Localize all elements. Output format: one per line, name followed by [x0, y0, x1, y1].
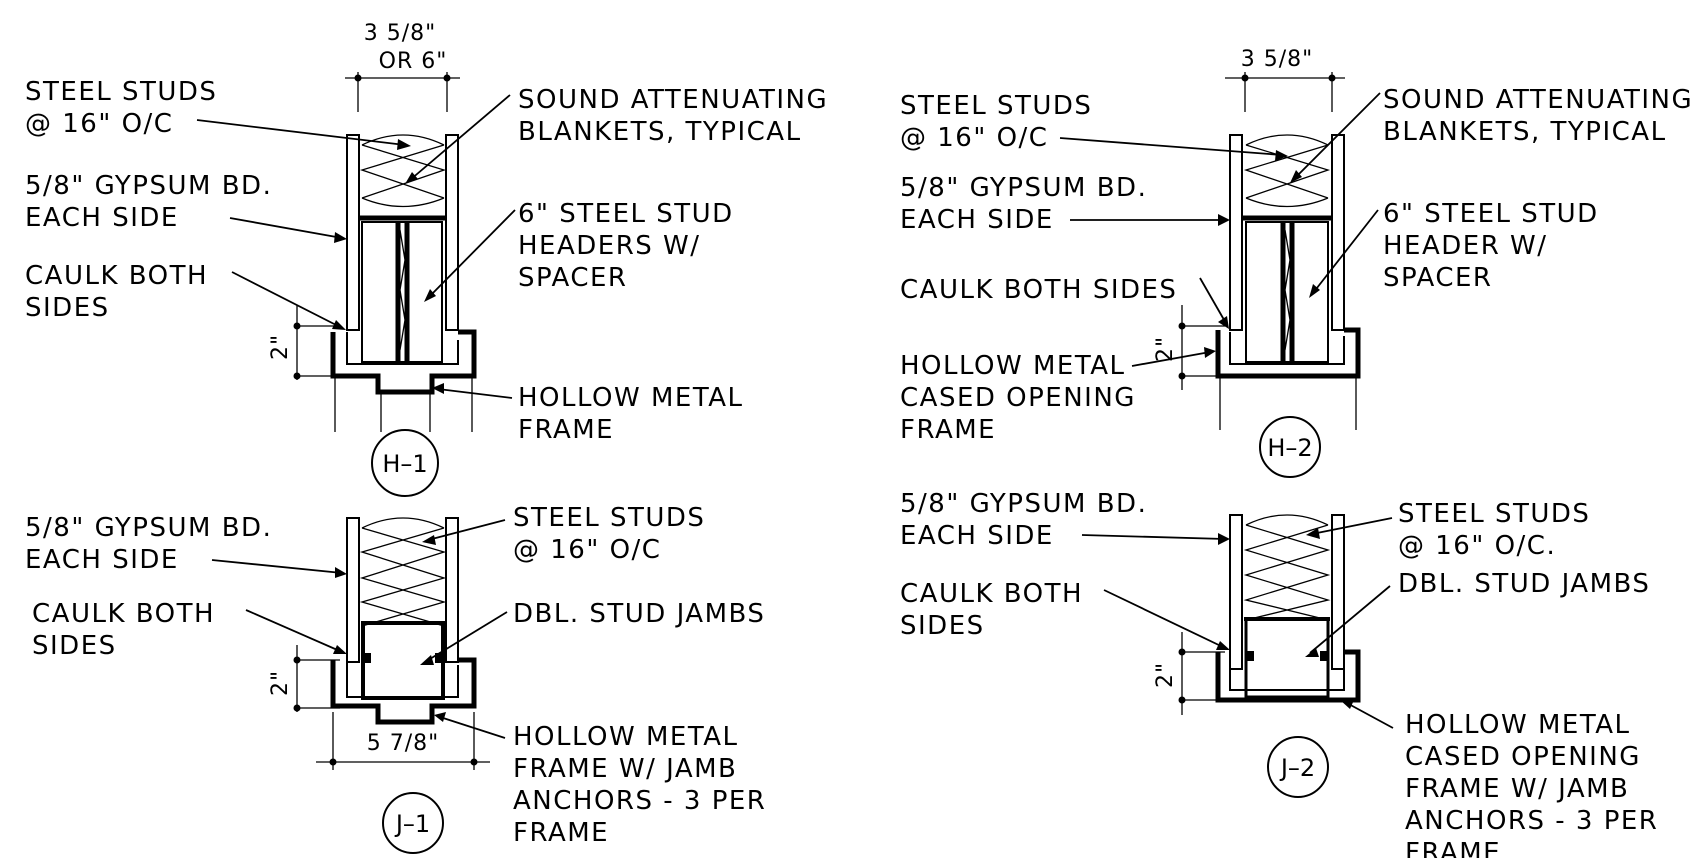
j2-gypsum-line2: EACH SIDE — [900, 521, 1054, 551]
h2-header-line1: 6" STEEL STUD — [1383, 199, 1599, 229]
detail-j1: 2" 5 7/8" J–1 5/8" GYPSUM BD. EACH SIDE … — [25, 503, 766, 854]
j2-frame-line2: CASED OPENING — [1405, 742, 1641, 772]
j1-frame-line3: ANCHORS - 3 PER — [513, 786, 766, 816]
h2-studs-line1: STEEL STUDS — [900, 91, 1092, 121]
h2-header-line3: SPACER — [1383, 263, 1493, 293]
h1-width-dim-line2: OR 6" — [379, 49, 448, 74]
h1-header-line2: HEADERS W/ — [518, 231, 701, 261]
h1-frame-line2: FRAME — [518, 415, 614, 445]
j2-detail-tag — [1267, 736, 1329, 798]
j1-gypsum-line1: 5/8" GYPSUM BD. — [25, 513, 272, 543]
j1-hollow-metal-frame — [330, 657, 477, 725]
h1-detail-tag — [371, 429, 439, 497]
j1-gypsum-line2: EACH SIDE — [25, 545, 179, 575]
j2-jambs-label: DBL. STUD JAMBS — [1398, 569, 1650, 599]
h1-caulk-line1: CAULK BOTH — [25, 261, 208, 291]
h2-frame-line2: CASED OPENING — [900, 383, 1136, 413]
h2-frame-line1: HOLLOW METAL — [900, 351, 1126, 381]
h2-blankets-line2: BLANKETS, TYPICAL — [1383, 117, 1667, 147]
h1-gypsum-line2: EACH SIDE — [25, 203, 179, 233]
j1-height-dim: 2" — [268, 670, 293, 696]
j2-gypsum-line1: 5/8" GYPSUM BD. — [900, 489, 1147, 519]
h2-caulk-label: CAULK BOTH SIDES — [900, 275, 1177, 305]
j1-frame-line2: FRAME W/ JAMB — [513, 754, 737, 784]
h1-gypsum-line1: 5/8" GYPSUM BD. — [25, 171, 272, 201]
h2-cased-opening-frame — [1215, 327, 1361, 379]
detail-j2: 2" J–2 5/8" GYPSUM BD. EACH SIDE CAULK B… — [900, 489, 1658, 858]
j2-caulk-line2: SIDES — [900, 611, 985, 641]
h2-detail-tag — [1259, 416, 1321, 478]
h1-hollow-metal-frame — [330, 329, 477, 395]
h1-blankets-line2: BLANKETS, TYPICAL — [518, 117, 802, 147]
j2-height-dim: 2" — [1153, 662, 1178, 688]
h1-gypsum-left — [346, 134, 360, 331]
h2-studs-line2: @ 16" O/C — [900, 123, 1048, 153]
j2-frame-line5: FRAME — [1405, 838, 1501, 858]
j2-frame-line1: HOLLOW METAL — [1405, 710, 1631, 740]
h2-gypsum-line1: 5/8" GYPSUM BD. — [900, 173, 1147, 203]
j2-frame-line4: ANCHORS - 3 PER — [1405, 806, 1658, 836]
h2-frame-line3: FRAME — [900, 415, 996, 445]
j2-studs-line2: @ 16" O/C. — [1398, 531, 1556, 561]
h1-caulk-line2: SIDES — [25, 293, 110, 323]
detail-h1: 3 5/8" OR 6" 2" H–1 — [25, 21, 828, 497]
j1-tag-text: J–1 — [394, 810, 430, 838]
j2-double-stud-jambs — [1244, 617, 1330, 699]
h2-width-dim: 3 5/8" — [1241, 47, 1314, 72]
h2-gypsum-line2: EACH SIDE — [900, 205, 1054, 235]
j2-tag-text: J–2 — [1279, 754, 1315, 782]
j2-frame-line3: FRAME W/ JAMB — [1405, 774, 1629, 804]
h1-tag-text: H–1 — [382, 450, 427, 478]
j1-caulk-line2: SIDES — [32, 631, 117, 661]
h1-gypsum-right — [445, 134, 459, 331]
j1-caulk-line1: CAULK BOTH — [32, 599, 215, 629]
h1-header-line3: SPACER — [518, 263, 628, 293]
j1-studs-line2: @ 16" O/C — [513, 535, 661, 565]
h2-blankets-line1: SOUND ATTENUATING — [1383, 85, 1693, 115]
h1-insulation — [359, 134, 447, 208]
j1-jambs-label: DBL. STUD JAMBS — [513, 599, 765, 629]
h1-blankets-line1: SOUND ATTENUATING — [518, 85, 828, 115]
j2-studs-line1: STEEL STUDS — [1398, 499, 1590, 529]
h1-frame-line1: HOLLOW METAL — [518, 383, 744, 413]
h1-studs-line1: STEEL STUDS — [25, 77, 217, 107]
h2-header-line2: HEADER W/ — [1383, 231, 1548, 261]
j1-studs-line1: STEEL STUDS — [513, 503, 705, 533]
j1-frame-line4: FRAME — [513, 818, 609, 848]
j1-detail-tag — [382, 792, 444, 854]
h1-width-dim-line1: 3 5/8" — [364, 21, 437, 46]
h1-height-dim: 2" — [268, 334, 293, 360]
h1-header-line1: 6" STEEL STUD — [518, 199, 734, 229]
j1-frame-line1: HOLLOW METAL — [513, 722, 739, 752]
h2-tag-text: H–2 — [1267, 434, 1312, 462]
detail-h2: 3 5/8" 2" H–2 STEEL STUDS @ 16" O/C 5/8"… — [900, 47, 1693, 478]
j2-cased-opening-frame — [1215, 649, 1361, 703]
j2-caulk-line1: CAULK BOTH — [900, 579, 1083, 609]
j1-width-dim: 5 7/8" — [367, 731, 440, 756]
h1-studs-line2: @ 16" O/C — [25, 109, 173, 139]
